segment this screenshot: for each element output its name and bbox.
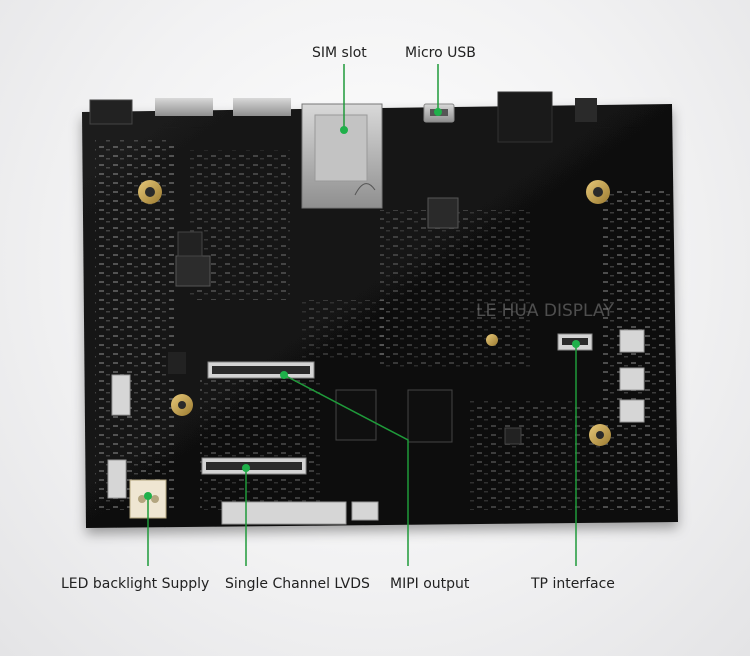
side-headers [107,329,645,499]
label-led-backlight: LED backlight Supply [61,576,210,592]
top-connectors [89,91,597,143]
leader-mipi [283,374,409,566]
lvds-connector [201,457,307,475]
chips [168,197,522,445]
label-tp-interface: TP interface [531,576,615,592]
label-sim-slot: SIM slot [312,45,367,61]
callout-dots [144,108,580,500]
label-micro-usb: Micro USB [405,45,476,61]
pcb-board [82,104,678,528]
mounting-holes [138,180,611,446]
label-mipi-output: MIPI output [390,576,470,592]
sim-slot [301,103,383,209]
pin-header [221,501,379,525]
callout-leaders [147,64,577,566]
label-single-lvds: Single Channel LVDS [225,576,370,592]
mipi-connector [207,361,315,379]
board-watermark: LE HUA DISPLAY [476,301,614,321]
